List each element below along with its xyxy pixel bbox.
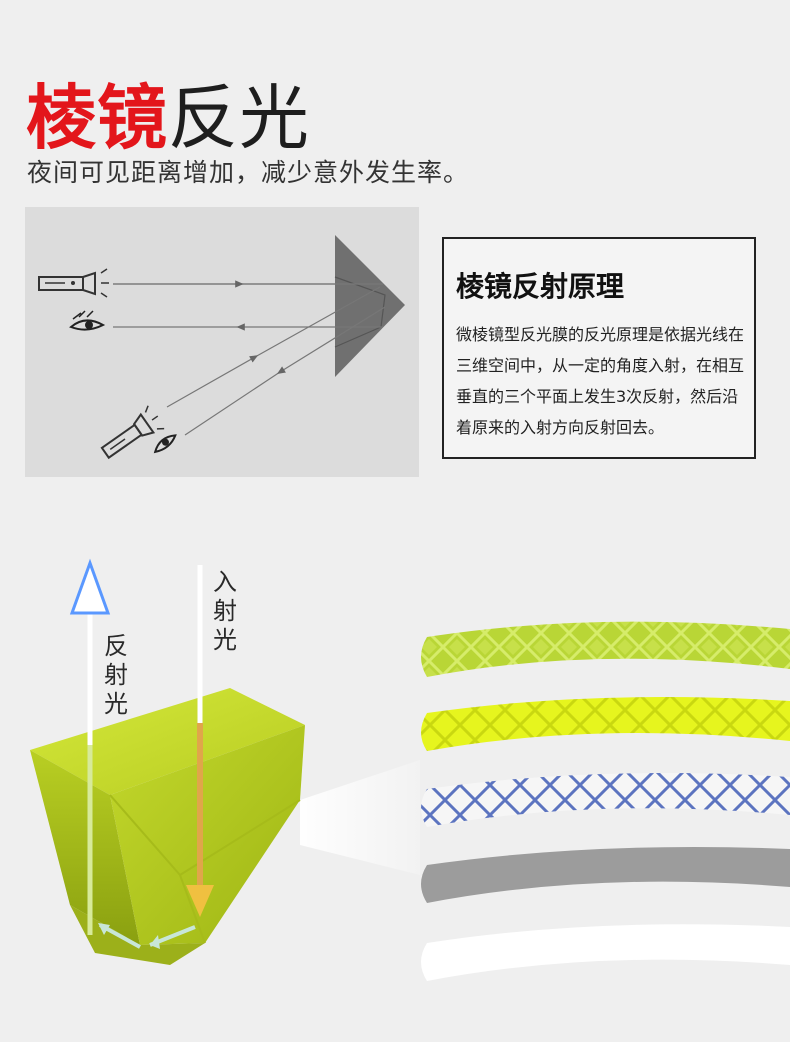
flashlight-angled-icon — [100, 405, 165, 460]
page-title: 棱镜反光 — [26, 62, 310, 159]
light-beam — [300, 760, 420, 875]
incident-light-label: 入射光 — [213, 568, 237, 654]
principle-title: 棱镜反射原理 — [456, 270, 625, 303]
tape-samples — [415, 605, 790, 995]
prism-shape — [335, 235, 405, 377]
tape-silver-grey — [421, 847, 790, 903]
tape-fluorescent-yellow — [421, 697, 790, 751]
subtitle: 夜间可见距离增加，减少意外发生率。 — [27, 158, 470, 187]
tape-lime-green — [421, 621, 790, 677]
prism-illustration — [0, 545, 420, 1005]
title-highlight: 棱镜 — [26, 77, 168, 159]
prism-illustration-svg — [30, 558, 420, 965]
principle-text: 微棱镜型反光膜的反光原理是依据光线在三维空间中，从一定的角度入射，在相互垂直的三… — [456, 325, 745, 437]
tape-samples-svg — [421, 621, 790, 981]
reflection-diagram — [25, 207, 419, 477]
eye-angled-icon — [153, 434, 177, 454]
prism-left-face — [30, 750, 140, 945]
internal-reflection-arrows — [98, 923, 196, 949]
tape-white — [421, 924, 790, 981]
prism-right-face — [110, 725, 305, 945]
reflection-diagram-svg — [38, 235, 405, 460]
eye-icon — [69, 310, 106, 331]
tape-white-blue — [421, 773, 790, 827]
prism-bottom-face — [70, 905, 205, 965]
flashlight-icon — [38, 268, 109, 298]
prism-top-face — [30, 688, 305, 795]
reflected-light-label: 反射光 — [104, 632, 128, 718]
reflected-arrow — [69, 558, 111, 935]
incident-arrow — [186, 565, 214, 917]
principle-box: 棱镜反射原理 微棱镜型反光膜的反光原理是依据光线在三维空间中，从一定的角度入射，… — [442, 237, 756, 459]
title-rest: 反光 — [168, 77, 310, 159]
